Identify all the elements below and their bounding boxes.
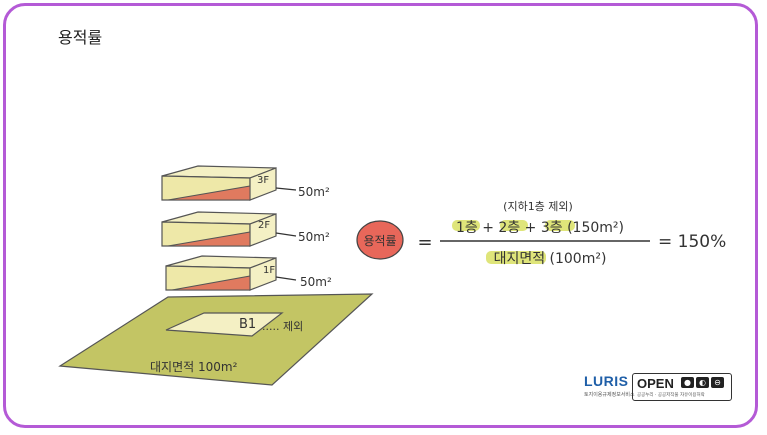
formula-equals: = (417, 232, 432, 253)
basement-label: B1 (239, 317, 256, 332)
floor-area-1f: 50m² (300, 275, 332, 289)
open-logo: OPEN (637, 376, 674, 391)
formula-badge-label: 용적률 (363, 234, 396, 248)
floor-block-3f (161, 165, 277, 201)
noderivs-icon: ⊖ (711, 377, 724, 388)
numerator-highlight-2 (500, 220, 528, 231)
lot-label: 대지면적 100m² (150, 360, 238, 374)
open-license-badge: OPEN 공공누리 · 공공저작물 자유이용허락 ● ◐ ⊖ (632, 373, 732, 401)
logo-area: LURIS 토지이용규제정보서비스 OPEN 공공누리 · 공공저작물 자유이용… (584, 373, 734, 403)
page-title: 용적률 (58, 28, 103, 47)
floor-label-3f: 3F (257, 175, 269, 186)
floor-area-3f: 50m² (298, 185, 330, 199)
formula-result: = 150% (658, 232, 726, 252)
formula-badge (356, 220, 404, 260)
numerator-note: (지하1층 제외) (503, 199, 573, 213)
denominator-highlight (486, 251, 546, 264)
floor-block-1f (165, 255, 277, 291)
floor-label-1f: 1F (263, 265, 275, 276)
numerator-highlight-3 (545, 220, 575, 231)
noncommercial-icon: ◐ (696, 377, 709, 388)
open-subtitle: 공공누리 · 공공저작물 자유이용허락 (637, 393, 705, 398)
floor-block-2f (161, 211, 277, 247)
denominator: 대지면적 (100m²) (494, 251, 607, 267)
basement-footprint (165, 312, 284, 337)
luris-subtitle: 토지이용규제정보서비스 (584, 392, 635, 398)
numerator: 1층 + 2층 + 3층 (150m²) (456, 220, 624, 236)
floor-area-2f: 50m² (298, 230, 330, 244)
floor-label-2f: 2F (258, 220, 270, 231)
luris-logo: LURIS (584, 373, 629, 389)
attribution-icon: ● (681, 377, 694, 388)
lot-shape (58, 293, 374, 386)
numerator-highlight-1 (452, 220, 480, 231)
basement-note: ..... 제외 (262, 320, 303, 333)
